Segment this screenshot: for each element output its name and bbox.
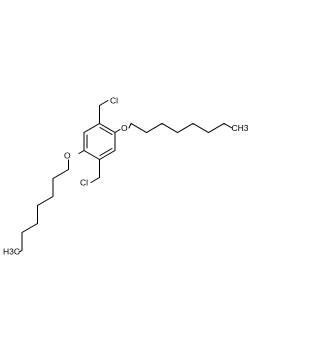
bonds [18,100,233,253]
bond-c-cl-bottom [90,177,100,183]
ring-bond [83,150,100,160]
bond-c-cl-top [99,100,109,106]
atom-h3c-left: H3C [3,247,20,257]
ring-bond [83,123,100,133]
atom-o-left: O [64,151,71,161]
atom-ch3-right: CH3 [232,123,249,133]
atom-cl-bottom: Cl [80,178,88,188]
bond-ring-o-left [78,150,85,154]
molecule-structure: Cl O CH3 Cl O H3C [3,96,249,257]
bond-ring-o-right [114,129,121,133]
atom-labels: Cl O CH3 Cl O H3C [3,96,249,257]
atom-o-right: O [121,123,128,133]
ring-double-bond [99,148,113,156]
ring-bond [99,150,116,160]
ring-bond [99,123,116,133]
structure-canvas: Cl O CH3 Cl O H3C [3,96,249,257]
ring-double-bond [99,127,113,135]
benzene-ring [83,123,116,160]
atom-cl-top: Cl [110,96,118,106]
octyl-chain-left [18,159,69,253]
octyl-chain-right [128,122,233,134]
